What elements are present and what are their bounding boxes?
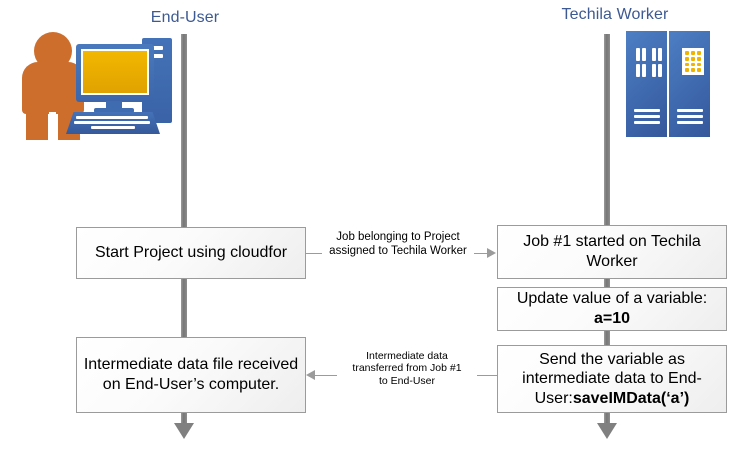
monitor-screen-icon	[81, 49, 149, 95]
server-left-line-3	[634, 121, 660, 124]
process-box-send-variable[interactable]: Send the variable as intermediate data t…	[497, 345, 727, 413]
process-box-send-variable-line3-prefix: User:	[534, 389, 573, 407]
connector-label-top-line1: Job belonging to Project	[336, 231, 460, 243]
server-right-line-1	[677, 109, 703, 112]
connector-label-bottom-line1: Intermediate data	[366, 350, 448, 362]
process-box-update-variable[interactable]: Update value of a variable: a=10	[497, 287, 727, 331]
process-box-intermediate-file-label: Intermediate data file received on End-U…	[83, 356, 299, 393]
computer-tower-led-bottom	[150, 54, 163, 58]
keyboard-row-2	[74, 121, 150, 124]
keyboard-spacebar	[91, 126, 135, 129]
server-bar-4	[658, 48, 662, 61]
connector-label-bottom-line2: transferred from Job #1	[352, 362, 462, 375]
process-box-intermediate-file[interactable]: Intermediate data file received on End-U…	[76, 337, 306, 413]
connector-arrowhead-bottom-left	[306, 370, 315, 380]
process-box-send-variable-code: saveIMData(‘a’)	[572, 389, 690, 407]
monitor-neck-icon	[106, 101, 122, 110]
computer-tower-led-top	[150, 46, 163, 50]
lifeline-arrowhead-end-user	[174, 423, 194, 439]
process-box-send-variable-line2: intermediate data to End-	[522, 370, 702, 388]
connector-label-top: Job belonging to Project assigned to Tec…	[322, 231, 474, 259]
process-box-start-project[interactable]: Start Project using cloudfor	[76, 227, 306, 279]
server-bar-6	[642, 64, 646, 77]
monitor-base-icon	[94, 108, 134, 113]
process-box-job-started[interactable]: Job #1 started on Techila Worker	[497, 225, 727, 279]
connector-label-top-line2: assigned to Techila Worker	[329, 244, 467, 257]
process-box-update-variable-value: a=10	[593, 310, 631, 327]
process-box-send-variable-line1: Send the variable as	[539, 350, 685, 368]
server-rack-icon	[626, 31, 710, 137]
column-title-techila-worker: Techila Worker	[561, 6, 669, 23]
column-title-end-user: End-User	[150, 9, 220, 26]
connector-label-bottom-line3: to End-User	[378, 374, 436, 387]
process-box-start-project-label: Start Project using cloudfor	[94, 244, 288, 262]
connector-label-bottom: Intermediate data transferred from Job #…	[337, 350, 477, 388]
server-bar-3	[652, 48, 656, 61]
process-box-job-started-label: Job #1 started on Techila Worker	[523, 233, 701, 270]
server-bar-1	[636, 48, 640, 61]
lifeline-arrowhead-techila-worker	[597, 423, 617, 439]
server-bar-2	[642, 48, 646, 61]
server-bar-5	[636, 64, 640, 77]
server-bar-8	[658, 64, 662, 77]
person-leg-gap	[49, 112, 56, 142]
end-user-workstation-icon	[14, 30, 184, 142]
server-left-line-1	[634, 109, 660, 112]
server-indicator-dot-grid	[682, 48, 704, 75]
server-left-line-2	[634, 115, 660, 118]
server-right-line-3	[677, 121, 703, 124]
process-box-update-variable-label: Update value of a variable:	[516, 290, 708, 308]
server-bar-7	[652, 64, 656, 77]
server-right-line-2	[677, 115, 703, 118]
person-left-leg-icon	[26, 104, 48, 140]
connector-arrowhead-top-right	[487, 248, 496, 258]
keyboard-row-1	[76, 116, 148, 119]
